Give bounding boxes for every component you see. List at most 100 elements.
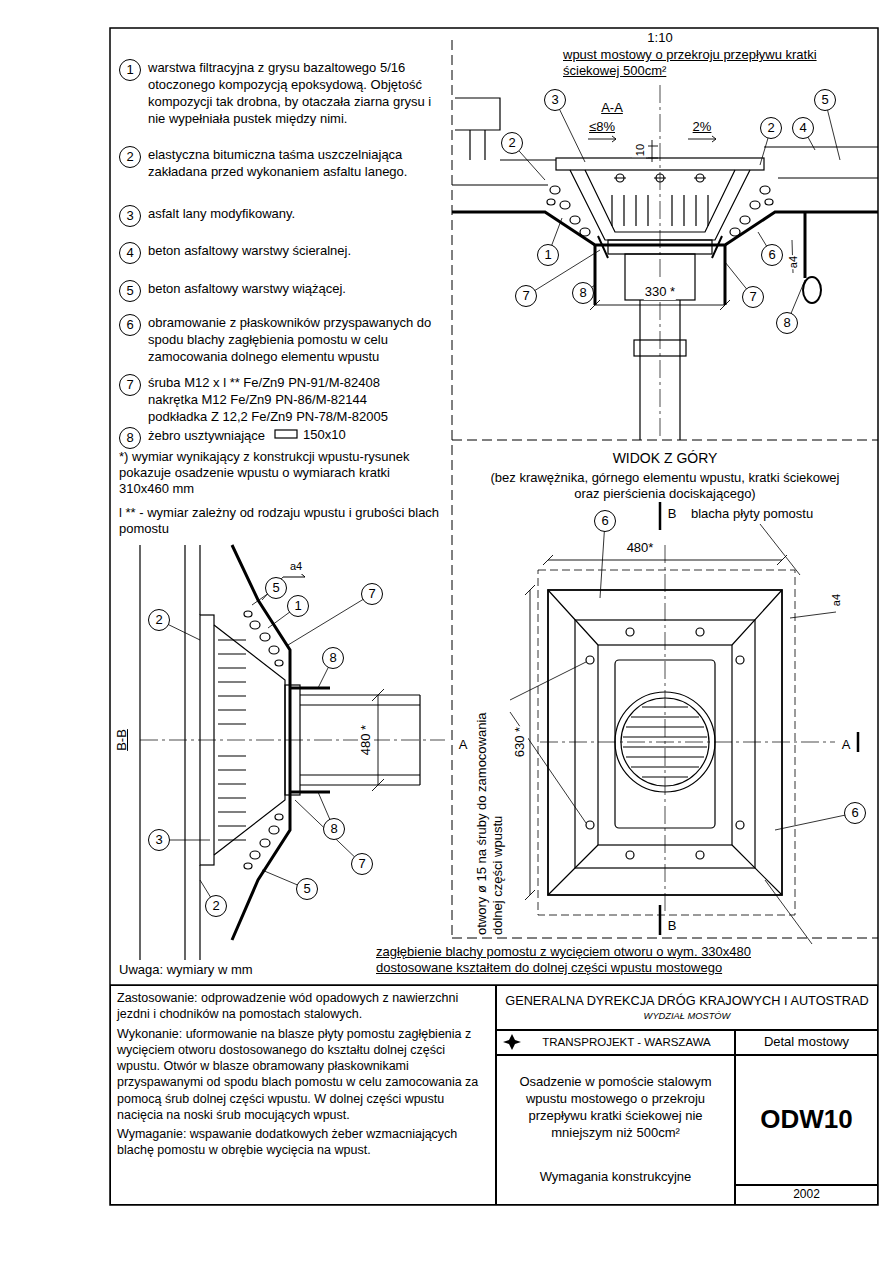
title-text: 2002 — [742, 1187, 871, 1203]
company-logo — [503, 1034, 521, 1050]
callout-circle: 2 — [148, 609, 170, 631]
section-b-b — [140, 545, 420, 960]
dimension-line — [688, 136, 716, 142]
slope: 2% — [692, 119, 713, 135]
title-cell: TRANSPROJEKT - WARSZAWA — [496, 1030, 735, 1055]
callout-circle: 3asfalt lany modyfikowany. — [119, 205, 141, 227]
section-a-a — [560, 201, 570, 209]
leader-line — [775, 813, 855, 830]
note: zagłębienie blachy pomostu z wycięciem o… — [375, 944, 809, 976]
callout-number: 6 — [120, 315, 140, 335]
centerline — [660, 85, 661, 280]
callout-circle: 8 — [322, 647, 344, 669]
centerline — [540, 742, 835, 743]
part-description: beton asfaltowy warstwy wiążącej. — [148, 280, 433, 297]
callout-number: 7 — [120, 375, 140, 395]
section-b-b — [275, 660, 283, 666]
callout-circle: 8żebro usztywniające — [119, 427, 141, 449]
callout-number: 1 — [538, 245, 558, 265]
callout-number: 2 — [761, 118, 781, 138]
leader-line — [295, 800, 362, 864]
top-view — [736, 821, 744, 829]
section-b-b — [244, 863, 252, 869]
callout-circle: 7 — [351, 853, 373, 875]
section-b-b — [285, 685, 300, 795]
callout-circle: 8 — [323, 818, 345, 840]
callout-number: 5 — [266, 578, 286, 598]
section-b-b — [269, 646, 279, 654]
section-a-a — [452, 98, 878, 440]
top-view — [623, 707, 707, 777]
title-cell: Osadzenie w pomoście stalowym wpustu mos… — [496, 1055, 735, 1205]
top-view — [696, 628, 704, 636]
callout-number: 6 — [595, 511, 615, 531]
leader-line — [510, 662, 586, 700]
section-b-b — [140, 545, 200, 960]
note: otwory ø 15 na śruby do zamocowania doln… — [474, 684, 506, 936]
callout-circle: 1warstwa filtracyjna z grysu bazaltowego… — [119, 59, 141, 81]
top-view — [736, 656, 744, 664]
rib-symbol — [275, 430, 297, 438]
section-b-b — [269, 826, 279, 834]
region-divider — [452, 40, 453, 440]
leader-line — [765, 880, 812, 944]
section-a-a — [760, 186, 770, 194]
leader-line — [288, 594, 372, 645]
callout-circle: 8 — [776, 312, 798, 334]
subtitle-text: Wymaganie: wspawanie dodatkowych żeber w… — [117, 1126, 489, 1159]
part-description: elastyczna bitumiczna taśma uszczelniają… — [148, 146, 433, 180]
top-view — [575, 620, 755, 868]
callout-number: 7 — [352, 854, 372, 874]
weld-size: a4 — [785, 255, 801, 269]
callout-number: 5 — [120, 281, 140, 301]
callout-circle: 3 — [148, 829, 170, 851]
callout-circle: 2 — [205, 895, 227, 917]
callout-circle: 7 — [742, 286, 764, 308]
section-a-a — [804, 212, 807, 278]
section-mark — [660, 500, 858, 935]
callout-number: 6 — [762, 245, 782, 265]
callout-circle: 4beton asfaltowy warstwy ścieralnej. — [119, 242, 141, 264]
region-divider — [452, 440, 878, 441]
callout-number: 1 — [288, 596, 308, 616]
title-text: ODW10 — [742, 1103, 871, 1137]
callout-circle: 6 — [594, 510, 616, 532]
callout-number: 7 — [743, 287, 763, 307]
view-title: WIDOK Z GÓRY — [612, 450, 719, 466]
callout-number: 7 — [362, 584, 382, 604]
callout-number: 2 — [206, 896, 226, 916]
rib-symbol — [275, 430, 297, 438]
callout-circle: 2elastyczna bitumiczna taśma uszczelniaj… — [119, 146, 141, 168]
title-text: Osadzenie w pomoście stalowym wpustu mos… — [503, 1074, 728, 1142]
callout-number: 4 — [120, 243, 140, 263]
subtitle-text: WYDZIAŁ MOSTÓW — [503, 1010, 871, 1022]
section-a-a — [470, 130, 485, 160]
top-view — [538, 570, 795, 915]
top-view — [626, 851, 634, 859]
section-b-b — [214, 625, 285, 855]
section-name: B-B — [114, 728, 130, 752]
section-b-b — [218, 640, 246, 840]
section-a-a — [740, 216, 750, 224]
section-b-b — [275, 814, 283, 820]
top-view — [538, 570, 795, 915]
section-mark — [660, 500, 858, 935]
subtitle-text: Wymagania konstrukcyjne — [503, 1169, 728, 1186]
callout-circle: 1 — [537, 244, 559, 266]
title-cell: GENERALNA DYREKCJA DRÓG KRAJOWYCH I AUTO… — [496, 985, 878, 1030]
section-a-a — [547, 199, 555, 205]
slope: ≤8% — [588, 119, 616, 135]
section-a-a — [550, 186, 560, 194]
scale: 1:10 — [646, 30, 673, 46]
top-view — [548, 590, 782, 895]
callout-number: 8 — [573, 283, 593, 303]
callout-circle: 1 — [287, 595, 309, 617]
title-text: GENERALNA DYREKCJA DRÓG KRAJOWYCH I AUTO… — [503, 993, 871, 1010]
callout-number: 8 — [777, 313, 797, 333]
callout-circle: 6 — [844, 802, 866, 824]
part-label: blacha płyty pomostu — [690, 506, 814, 522]
section-a-a — [455, 98, 500, 130]
subtitle-text: Wykonanie: uformowanie na blasze płyty p… — [117, 1026, 489, 1124]
